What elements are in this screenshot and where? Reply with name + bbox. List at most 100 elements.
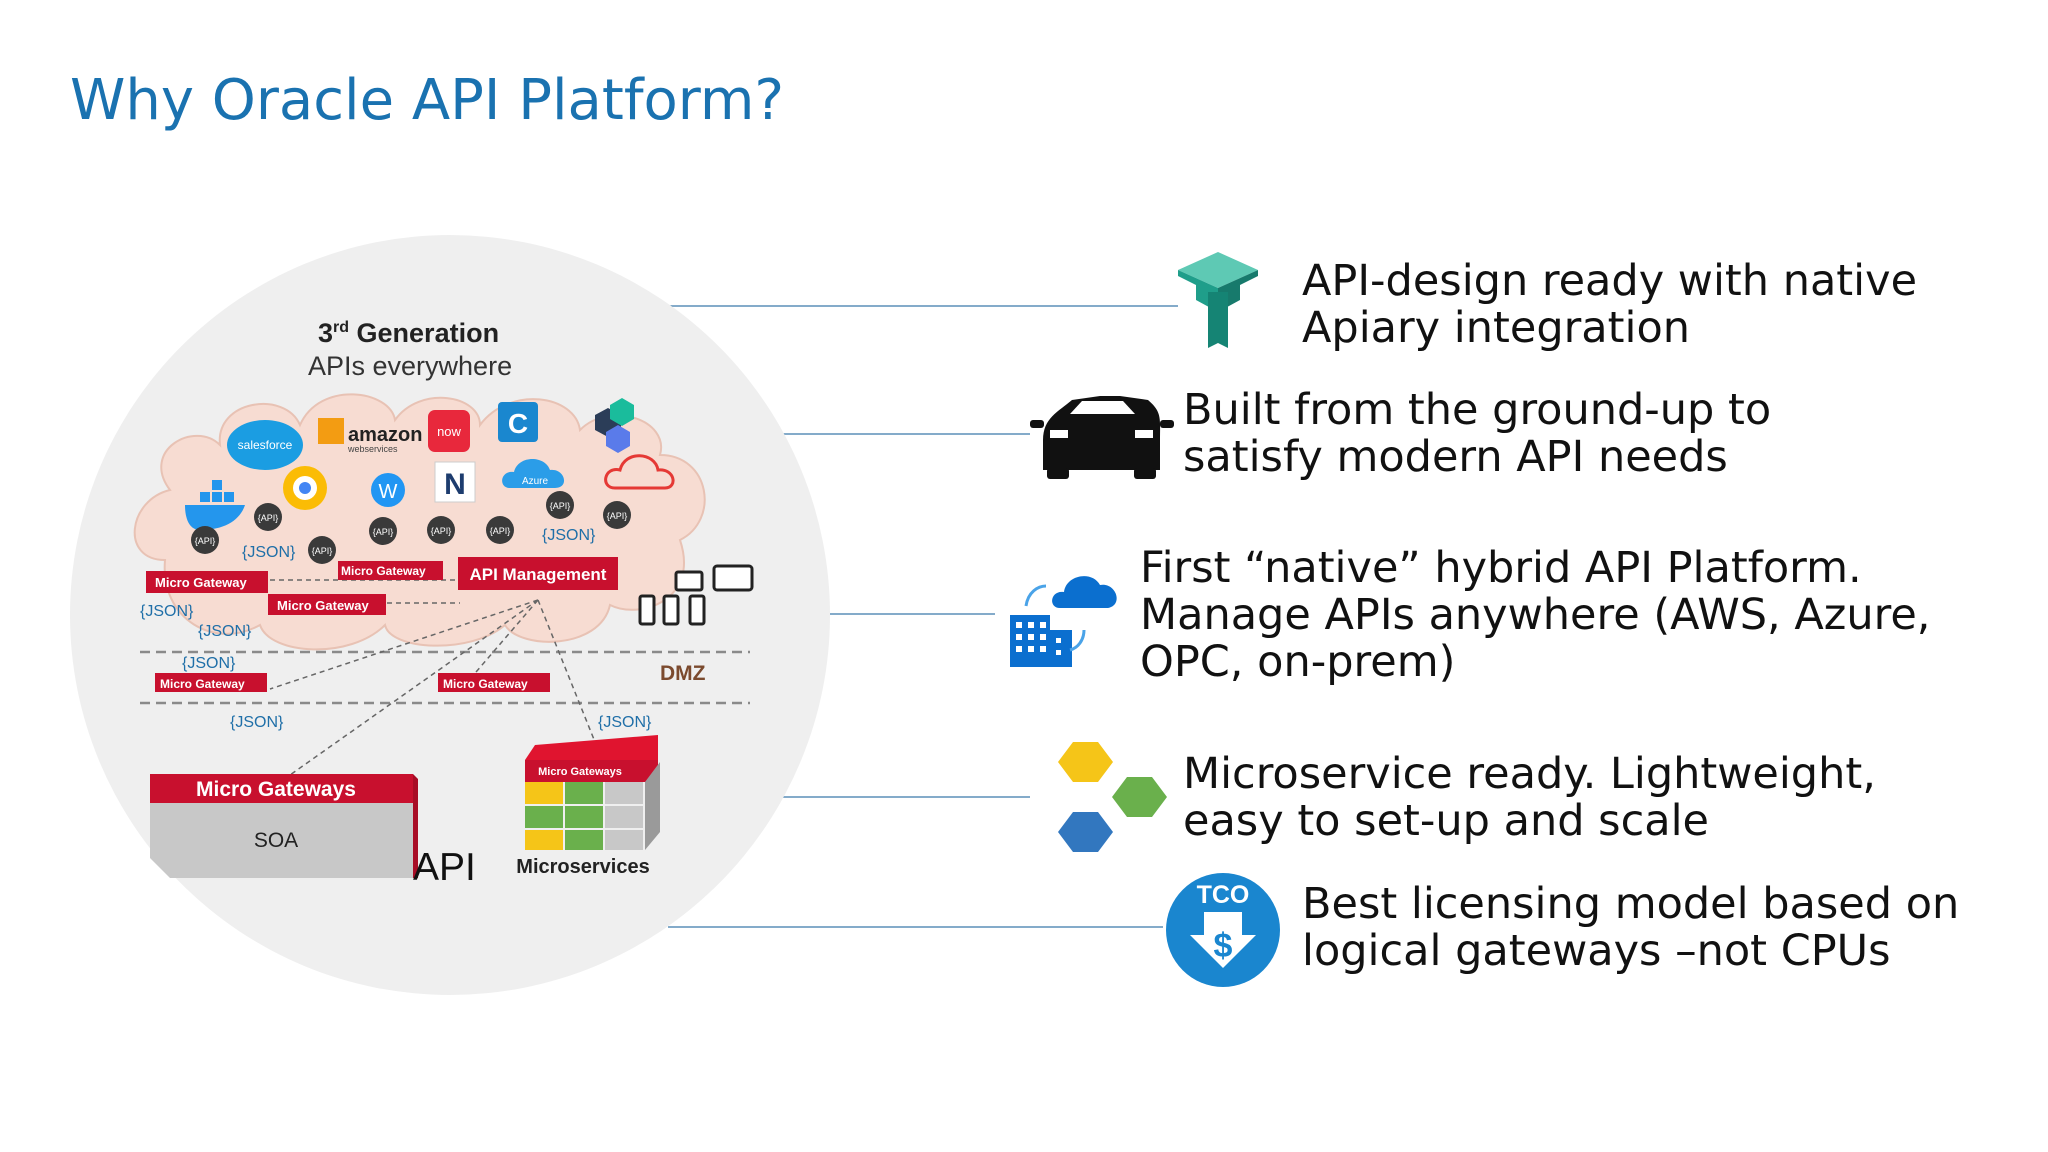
api-label: API: [413, 846, 476, 889]
soa-label: SOA: [254, 829, 298, 852]
devices-icon: [638, 564, 754, 626]
heading-sup: rd: [333, 319, 349, 336]
api-tag-circle-5: [427, 516, 455, 544]
feature-microservice-line1: Microservice ready. Lightweight,: [1183, 749, 1876, 799]
car-icon: [1030, 396, 1174, 479]
api-tag-circle-6: [486, 516, 514, 544]
api-tag-label-4: {API}: [373, 527, 394, 537]
feature-licensing-line2: logical gateways –not CPUs: [1302, 926, 1891, 976]
feature-apiary-line1: API-design ready with native: [1302, 256, 1918, 306]
feature-ground-up-line2: satisfy modern API needs: [1183, 432, 1728, 482]
salesforce-logo: [227, 420, 303, 470]
cloud-logos: salesforce amazon webservices now C W N …: [185, 398, 675, 530]
docker-box-3: [224, 492, 234, 502]
api-tag-label-7: {API}: [550, 501, 571, 511]
api-tag-circle-3: [308, 536, 336, 564]
azure-logo: [502, 458, 565, 488]
dmz-label: DMZ: [660, 662, 706, 685]
api-tag-label-5: {API}: [431, 526, 452, 536]
api-management-box: [458, 557, 618, 590]
api-tag-label-3: {API}: [312, 546, 333, 556]
feature-microservice: Microservice ready. Lightweight, easy to…: [1183, 751, 1876, 845]
soa-gateway-bar: [150, 774, 413, 803]
feature-apiary: API-design ready with native Apiary inte…: [1302, 258, 1917, 352]
api-tags: {API}{API}{API}{API}{API}{API}{API}{API}: [191, 491, 631, 564]
json-tag-7: {JSON}: [598, 714, 652, 731]
micro-gateway-4-label: Micro Gateway: [160, 677, 245, 691]
soa-block: Micro Gateways SOA: [150, 774, 418, 878]
w-logo: [371, 473, 405, 507]
micro-gateway-2-label: Micro Gateway: [341, 564, 426, 578]
micro-gateways: Micro Gateway Micro Gateway Micro Gatewa…: [146, 557, 618, 692]
micro-gateway-1-label: Micro Gateway: [155, 575, 248, 590]
feature-licensing-line1: Best licensing model based on: [1302, 879, 1960, 929]
tco-icon: TCO $: [1166, 873, 1280, 987]
api-management-label: API Management: [470, 565, 607, 584]
microservices-gateway-bar: [525, 760, 658, 782]
micro-gateway-4: [155, 673, 267, 692]
micro-gateway-1: [146, 571, 268, 593]
json-tags: {JSON} {JSON} {JSON} {JSON} {JSON} {JSON…: [140, 527, 652, 731]
docker-box-4: [212, 480, 222, 490]
now-label: now: [437, 424, 461, 439]
api-tag-circle-4: [369, 517, 397, 545]
tco-icon-label: TCO: [1197, 881, 1250, 909]
salesforce-label: salesforce: [238, 438, 293, 452]
diagram-subheading: APIs everywhere: [308, 351, 512, 381]
micro-gateway-5: [438, 673, 550, 692]
hybrid-cloud-icon: [1010, 576, 1117, 667]
api-tag-label-6: {API}: [490, 526, 511, 536]
json-tag-1: {JSON}: [242, 544, 296, 561]
n-logo: [434, 461, 476, 503]
api-tag-circle-8: [603, 501, 631, 529]
docker-box-2: [212, 492, 222, 502]
heading-rest: Generation: [349, 318, 499, 348]
diagram-heading: 3rd Generation: [318, 318, 499, 348]
micro-gateway-3-label: Micro Gateway: [277, 598, 370, 613]
connector-lines: [668, 305, 1178, 928]
feature-hybrid-line1: First “native” hybrid API Platform.: [1140, 543, 1862, 593]
red-cloud-icon: [604, 454, 675, 490]
api-tag-label-1: {API}: [258, 513, 279, 523]
docker-logo: [185, 505, 245, 530]
hex-logo-green: [610, 398, 634, 426]
slide-title: Why Oracle API Platform?: [70, 68, 785, 133]
feature-ground-up-line1: Built from the ground-up to: [1183, 385, 1772, 435]
c-logo-glyph: C: [508, 408, 528, 439]
apiary-icon: [1178, 252, 1258, 348]
micro-gateway-3: [268, 594, 386, 615]
feature-ground-up: Built from the ground-up to satisfy mode…: [1183, 387, 1771, 481]
docker-box-1: [200, 492, 210, 502]
json-tag-4: {JSON}: [198, 623, 252, 640]
json-tag-2: {JSON}: [542, 527, 596, 544]
json-tag-6: {JSON}: [230, 714, 284, 731]
heading-number: 3: [318, 318, 333, 348]
w-logo-glyph: W: [379, 481, 398, 503]
aws-logo-cubes: [318, 418, 344, 444]
hexagons-icon: [1058, 742, 1167, 852]
feature-hybrid: First “native” hybrid API Platform. Mana…: [1140, 545, 1930, 686]
micro-gateway-5-label: Micro Gateway: [443, 677, 528, 691]
amazon-sub-label: webservices: [347, 444, 398, 454]
soa-gateway-label: Micro Gateways: [196, 778, 356, 801]
amazon-label: amazon: [348, 424, 422, 446]
tco-icon-symbol: $: [1214, 927, 1233, 965]
microservices-gateway-label: Micro Gateways: [538, 766, 622, 778]
microservices-cube: Micro Gateways: [525, 735, 660, 850]
servicenow-logo: [428, 410, 470, 452]
api-tag-circle-1: [254, 503, 282, 531]
hex-logo-blue: [606, 425, 630, 453]
c-logo: [498, 402, 538, 442]
json-tag-5: {JSON}: [182, 655, 236, 672]
feature-hybrid-line2: Manage APIs anywhere (AWS, Azure,: [1140, 590, 1931, 640]
feature-hybrid-line3: OPC, on-prem): [1140, 637, 1456, 687]
feature-microservice-line2: easy to set-up and scale: [1183, 796, 1709, 846]
dmz-separators: [140, 650, 750, 705]
n-logo-glyph: N: [444, 468, 466, 501]
json-tag-3: {JSON}: [140, 603, 194, 620]
gcp-logo-core: [299, 482, 311, 494]
feature-apiary-line2: Apiary integration: [1302, 303, 1691, 353]
micro-gateway-2: [338, 561, 443, 580]
azure-label: Azure: [522, 476, 549, 487]
